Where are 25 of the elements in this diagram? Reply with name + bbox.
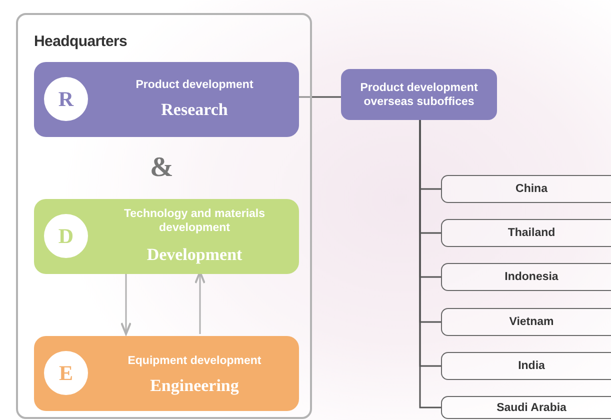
department-card [34, 62, 299, 137]
department-card [34, 336, 299, 411]
department-name: Development [146, 245, 244, 265]
country-box: Thailand [441, 219, 611, 247]
department-name: Engineering [149, 376, 240, 396]
department-description: Product development [134, 78, 254, 92]
department-description: Technology and materials development [122, 207, 266, 235]
arrow [194, 271, 206, 334]
suboffice-box: Product development overseas suboffices [341, 69, 497, 120]
country-box: Indonesia [441, 263, 611, 291]
arrow [120, 272, 132, 335]
connector-line [297, 96, 341, 98]
department-description: Equipment development [126, 354, 262, 368]
ampersand-label: & [150, 152, 174, 184]
department-card [34, 199, 299, 274]
department-name: Research [160, 100, 229, 120]
country-box: India [441, 352, 611, 380]
country-box: Vietnam [441, 308, 611, 336]
panel-heading: Headquarters [34, 33, 128, 50]
country-box: Saudi Arabia [441, 396, 611, 419]
headquarters-panel [16, 13, 312, 419]
letter-circle: E [44, 351, 88, 395]
letter-circle: R [44, 77, 88, 121]
country-box: China [441, 175, 611, 203]
letter-circle: D [44, 214, 88, 258]
